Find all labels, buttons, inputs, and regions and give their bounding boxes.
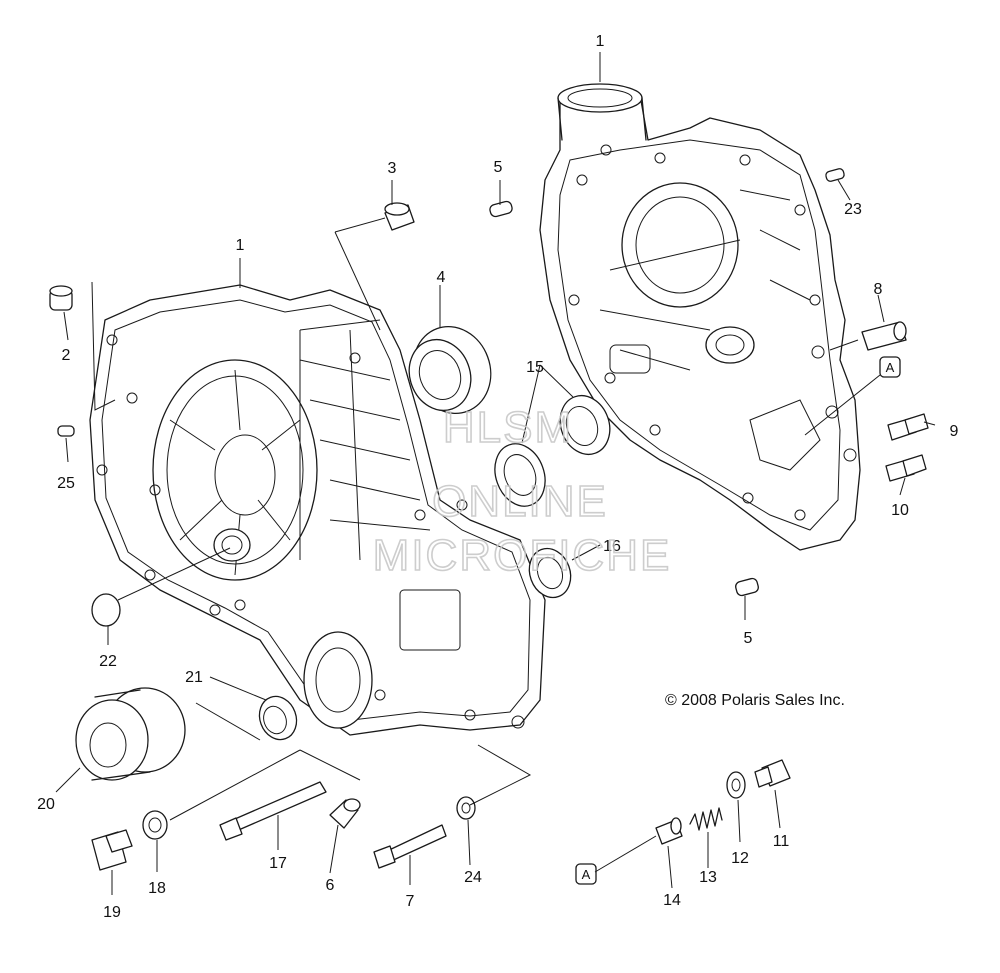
part-10-fitting[interactable] bbox=[885, 454, 927, 482]
callout-1-left: 1 bbox=[236, 237, 245, 254]
callout-16: 16 bbox=[603, 538, 621, 555]
part-5-dowel-pin-lower[interactable] bbox=[735, 577, 760, 597]
callout-23: 23 bbox=[844, 201, 862, 218]
part-5-dowel-pin-upper[interactable] bbox=[489, 200, 513, 218]
callout-11: 11 bbox=[773, 833, 790, 850]
callout-18: 18 bbox=[148, 880, 166, 897]
callout-14: 14 bbox=[663, 892, 681, 909]
callout-2: 2 bbox=[62, 347, 71, 364]
callout-3: 3 bbox=[388, 160, 397, 177]
part-24-washer[interactable] bbox=[456, 796, 476, 820]
callout-21: 21 bbox=[185, 669, 203, 686]
watermark-line-1: HLSM bbox=[443, 403, 573, 452]
callout-1-upper: 1 bbox=[596, 33, 605, 50]
leader-lines bbox=[55, 52, 936, 895]
part-12-washer[interactable] bbox=[726, 771, 746, 799]
left-case-bolt-holes bbox=[96, 334, 525, 729]
part-15-bearing[interactable] bbox=[487, 389, 618, 514]
part-7-bolt[interactable] bbox=[373, 824, 447, 869]
reference-marker-lower: A bbox=[575, 863, 597, 885]
part-8-sleeve[interactable] bbox=[861, 321, 907, 351]
callout-5-upper: 5 bbox=[494, 159, 503, 176]
callout-labels: 1 1 2 3 4 5 5 6 7 8 9 10 11 12 13 14 15 … bbox=[37, 33, 958, 921]
reference-marker-upper-label: A bbox=[886, 360, 895, 375]
part-6-plug[interactable] bbox=[329, 798, 361, 829]
callout-24: 24 bbox=[464, 869, 482, 886]
callout-9: 9 bbox=[950, 423, 959, 440]
callout-22: 22 bbox=[99, 653, 117, 670]
right-crankcase-half[interactable] bbox=[539, 83, 861, 551]
right-case-bolt-holes bbox=[568, 144, 857, 521]
part-19-bolt[interactable] bbox=[91, 829, 133, 871]
copyright-notice: © 2008 Polaris Sales Inc. bbox=[665, 692, 845, 709]
part-3-bushing[interactable] bbox=[384, 202, 415, 231]
part-17-bolt[interactable] bbox=[219, 781, 327, 841]
callout-8: 8 bbox=[874, 281, 883, 298]
callout-5-lower: 5 bbox=[744, 630, 753, 647]
part-18-washer[interactable] bbox=[142, 810, 168, 840]
callout-10: 10 bbox=[891, 502, 909, 519]
watermark-line-2: ONLINE bbox=[432, 477, 608, 526]
reference-marker-lower-label: A bbox=[582, 867, 591, 882]
part-9-fitting[interactable] bbox=[887, 413, 929, 441]
watermark-line-3: MICROFICHE bbox=[373, 531, 672, 580]
part-25-dowel-pin[interactable] bbox=[57, 425, 75, 437]
part-22-plug[interactable] bbox=[91, 593, 121, 627]
reference-marker-upper: A bbox=[879, 356, 901, 378]
callout-17: 17 bbox=[269, 855, 287, 872]
callout-7: 7 bbox=[406, 893, 415, 910]
watermark: HLSM ONLINE MICROFICHE bbox=[372, 402, 672, 581]
part-11-plug[interactable] bbox=[754, 759, 791, 788]
callout-13: 13 bbox=[699, 869, 717, 886]
part-2-bushing[interactable] bbox=[49, 285, 73, 311]
callout-4: 4 bbox=[437, 269, 446, 286]
part-4-bearing[interactable] bbox=[399, 316, 502, 425]
part-21-seal[interactable] bbox=[254, 691, 303, 745]
part-20-pulley[interactable] bbox=[75, 687, 186, 781]
part-13-spring[interactable] bbox=[689, 807, 723, 831]
callout-19: 19 bbox=[103, 904, 121, 921]
left-crankcase-half[interactable] bbox=[89, 284, 546, 736]
callout-15: 15 bbox=[526, 359, 544, 376]
callout-25: 25 bbox=[57, 475, 75, 492]
callout-6: 6 bbox=[326, 877, 335, 894]
callout-12: 12 bbox=[731, 850, 749, 867]
part-16-bearing[interactable] bbox=[523, 543, 578, 604]
callout-20: 20 bbox=[37, 796, 55, 813]
part-23-dowel-pin[interactable] bbox=[825, 168, 845, 182]
part-14-valve[interactable] bbox=[655, 817, 683, 845]
